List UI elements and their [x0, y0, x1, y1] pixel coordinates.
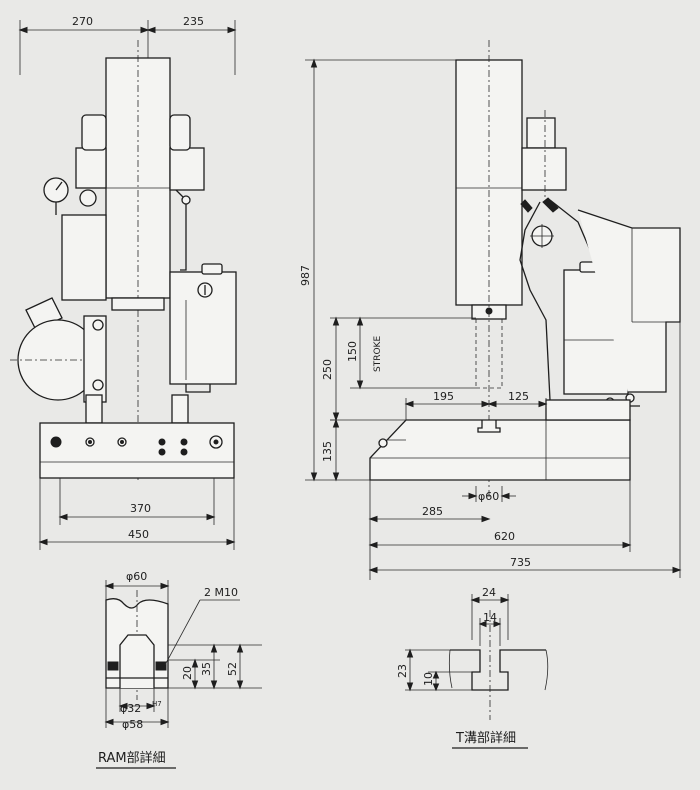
dim-height-987: 987	[299, 58, 456, 482]
side-pedestal	[545, 399, 631, 421]
side-base	[369, 419, 631, 481]
dim-620: 620	[368, 480, 632, 552]
dim-phi60: φ60	[478, 490, 499, 503]
side-motor-body	[521, 147, 567, 191]
ram-thread-label: 2 M10	[204, 586, 238, 599]
front-cylinder-body	[61, 214, 107, 301]
ram-detail-caption: RAM部詳細	[98, 750, 166, 766]
ram-phi32-fit: H7	[152, 700, 162, 708]
dim-235: 235	[183, 15, 204, 28]
stroke-label: STROKE	[373, 336, 383, 372]
ram-h52: 52	[226, 662, 239, 676]
dim-offset-195-125: 195 125	[404, 390, 548, 420]
dim-stroke-150: 150 STROKE	[346, 316, 476, 390]
tslot-h10: 10	[422, 672, 435, 686]
front-valve-cap	[81, 114, 107, 151]
dim-ram-dia-60: φ60	[462, 486, 516, 503]
side-motor-top	[526, 117, 556, 149]
ram-punch	[119, 634, 155, 688]
tslot-w14: 14	[483, 611, 497, 624]
ram-h35: 35	[200, 662, 213, 676]
dim-987: 987	[299, 265, 312, 286]
dim-250: 250	[321, 359, 334, 380]
dim-width-270-235: 270 235	[18, 15, 237, 75]
tslot-w24: 24	[482, 586, 496, 599]
dim-height-135: 135	[321, 418, 340, 482]
dim-450: 450	[128, 528, 149, 541]
dim-base-450: 450	[38, 478, 236, 550]
dim-735: 735	[510, 556, 531, 569]
front-pipe	[175, 189, 187, 271]
dim-620: 620	[494, 530, 515, 543]
front-ram	[111, 297, 165, 311]
tslot-detail: 24 14 23 10 T溝部詳細	[396, 586, 549, 749]
front-head-cap	[169, 114, 191, 151]
dim-150: 150	[346, 341, 359, 362]
front-view: 270 235	[10, 15, 237, 550]
ram-phi60: φ60	[126, 570, 147, 583]
dim-370: 370	[130, 502, 151, 515]
dim-195: 195	[433, 390, 454, 403]
ram-h20: 20	[181, 666, 194, 680]
dim-285: 285	[422, 505, 443, 518]
ram-dim-phi60: φ60	[104, 570, 170, 605]
ram-detail: φ60 2 M10 20 35 52	[96, 570, 262, 769]
front-valve-block	[75, 147, 107, 189]
dim-285: 285	[368, 480, 491, 580]
tslot-h23: 23	[396, 664, 409, 678]
ram-phi32: φ32	[120, 702, 141, 715]
dim-125: 125	[508, 390, 529, 403]
front-base	[39, 422, 235, 479]
tslot-profile	[450, 649, 546, 691]
front-head-box	[169, 147, 205, 191]
dim-135: 135	[321, 441, 334, 462]
ram-phi58: φ58	[122, 718, 143, 731]
dim-270: 270	[72, 15, 93, 28]
front-valve-knob	[79, 189, 97, 207]
dim-height-250: 250	[321, 316, 476, 422]
side-view: 987 250 150 STROKE 135	[299, 40, 682, 580]
dim-735: 735	[368, 322, 682, 578]
tslot-detail-caption: T溝部詳細	[455, 730, 516, 746]
dim-base-370: 370	[58, 478, 216, 525]
